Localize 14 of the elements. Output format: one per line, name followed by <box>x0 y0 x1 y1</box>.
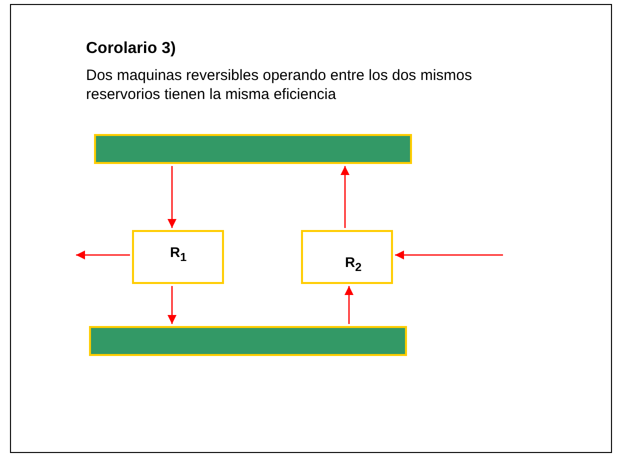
reservoir-bar <box>89 326 407 356</box>
engine-box <box>301 230 393 284</box>
slide-title: Corolario 3) <box>86 40 176 58</box>
engine-label: R$_{1}$ <box>170 244 187 264</box>
arrow <box>395 250 503 260</box>
arrow <box>76 250 130 260</box>
arrow <box>167 166 177 228</box>
arrow <box>167 286 177 324</box>
reservoir-bar <box>94 134 412 164</box>
arrow <box>340 166 350 228</box>
engine-box <box>132 230 224 284</box>
arrow <box>344 286 354 324</box>
engine-label: R$_{2}$ <box>345 254 362 274</box>
statement-text: Dos maquinas reversibles operando entre los dos mismos reservorios tienen la misma eficiencia <box>86 66 474 104</box>
